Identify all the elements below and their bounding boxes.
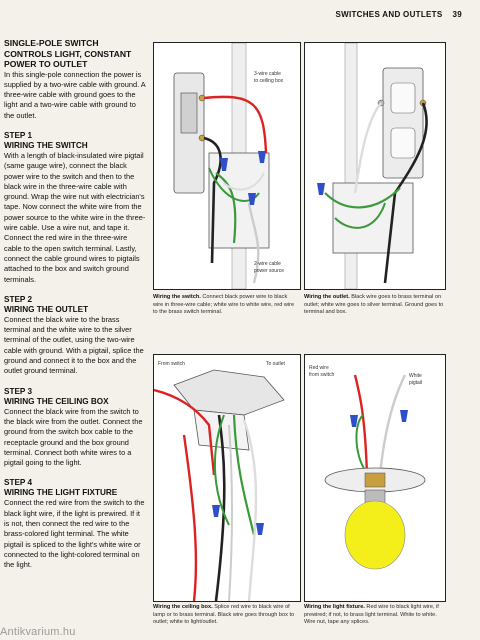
figure-light-fixture: Red wire from switch White pigtail	[304, 354, 446, 602]
switch-label-4: power source	[254, 268, 284, 274]
step-1: STEP 1 WIRING THE SWITCH With a length o…	[4, 131, 146, 285]
light-fixture-illustration: Red wire from switch White pigtail	[305, 355, 445, 601]
caption-outlet-title: Wiring the outlet.	[304, 294, 350, 300]
caption-outlet-text: Black wire goes to brass terminal on out…	[304, 294, 444, 316]
intro-title: Single-pole switch controls light, const…	[4, 38, 132, 69]
step-4: STEP 4 WIRING THE LIGHT FIXTURE Connect …	[4, 478, 146, 570]
switch-illustration: 3-wire cable to ceiling box 2-wire cable…	[154, 43, 300, 289]
step-3-number: STEP 3	[4, 386, 33, 396]
step-1-number: STEP 1	[4, 130, 33, 140]
caption-switch: Wiring the switch. Connect black power w…	[153, 294, 299, 317]
fixture-label-2: from switch	[309, 372, 335, 378]
caption-outlet: Wiring the outlet. Black wire goes to br…	[304, 294, 444, 317]
intro-text: In this single-pole connection the power…	[4, 69, 146, 120]
step-3-text: Connect the black wire from the switch t…	[4, 406, 143, 468]
page-header: SWITCHES AND OUTLETS 39	[335, 10, 462, 19]
fixture-label-1: Red wire	[309, 365, 329, 371]
caption-ceiling-text: Splice red wire to black wire of lamp or…	[153, 604, 295, 626]
step-3: STEP 3 WIRING THE CEILING BOX Connect th…	[4, 387, 146, 469]
step-3-title: WIRING THE CEILING BOX	[4, 396, 109, 406]
figure-switch: 3-wire cable to ceiling box 2-wire cable…	[153, 42, 301, 290]
fixture-label-3: White	[409, 373, 422, 379]
caption-switch-text: Connect black power wire to black wire i…	[153, 294, 295, 316]
ceiling-label-2: To outlet	[266, 361, 286, 367]
switch-label-2: to ceiling box	[254, 78, 284, 84]
caption-switch-title: Wiring the switch.	[153, 294, 201, 300]
outlet-box	[332, 182, 414, 254]
outlet-illustration	[305, 43, 445, 289]
page-number: 39	[452, 10, 462, 19]
light-bulb	[344, 500, 406, 570]
section-title: SWITCHES AND OUTLETS	[335, 10, 443, 19]
switch-label-1: 3-wire cable	[254, 71, 281, 77]
step-4-text: Connect the red wire from the switch to …	[4, 498, 145, 570]
ceiling-box-illustration: From switch To outlet	[154, 355, 300, 601]
fixture-label-4: pigtail	[409, 380, 422, 386]
ceiling-label-1: From switch	[158, 361, 185, 367]
step-2-title: WIRING THE OUTLET	[4, 304, 89, 314]
caption-ceiling-title: Wiring the ceiling box.	[153, 604, 213, 610]
text-column: Single-pole switch controls light, const…	[4, 38, 146, 580]
step-4-title: WIRING THE LIGHT FIXTURE	[4, 488, 118, 498]
caption-ceiling-box: Wiring the ceiling box. Splice red wire …	[153, 604, 299, 627]
step-2-text: Connect the black wire to the brass term…	[4, 314, 144, 376]
step-4-number: STEP 4	[4, 478, 33, 488]
watermark: Antikvarium.hu	[0, 626, 76, 638]
switch-label-3: 2-wire cable	[254, 261, 281, 267]
step-2: STEP 2 WIRING THE OUTLET Connect the bla…	[4, 295, 146, 377]
step-1-title: WIRING THE SWITCH	[4, 140, 88, 150]
switch-toggle	[180, 92, 198, 134]
caption-light-fixture: Wiring the light fixture. Red wire to bl…	[304, 604, 444, 627]
figure-ceiling-box: From switch To outlet	[153, 354, 301, 602]
step-1-text: With a length of black-insulated wire pi…	[4, 150, 146, 284]
caption-fixture-title: Wiring the light fixture.	[304, 604, 365, 610]
step-2-number: STEP 2	[4, 294, 33, 304]
figure-outlet	[304, 42, 446, 290]
caption-fixture-text: Red wire to black light wire, if prewire…	[304, 604, 439, 626]
